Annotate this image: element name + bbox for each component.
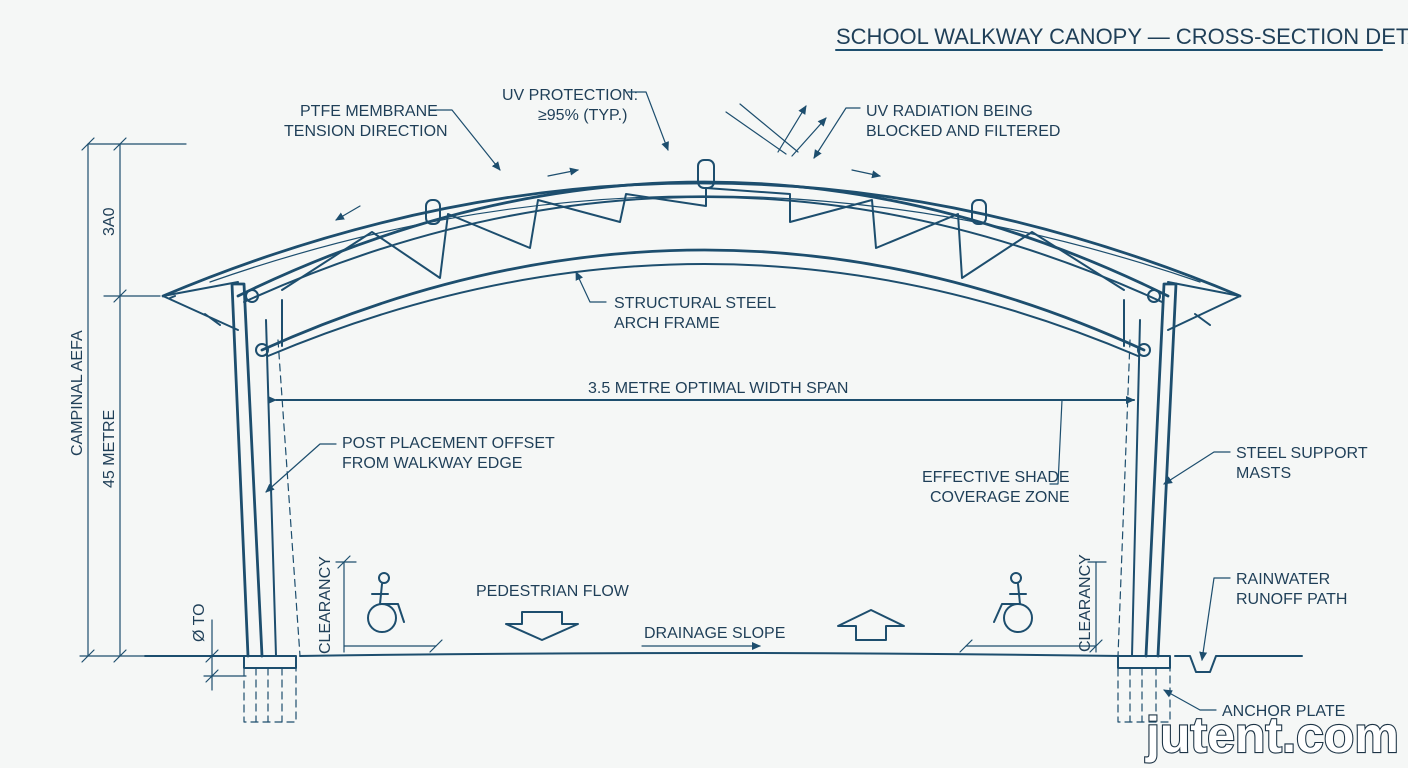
arch-frame-label: STRUCTURAL STEEL bbox=[614, 295, 776, 312]
arch-top-chord-inner bbox=[243, 196, 1163, 303]
pedestrian-flow-label: PEDESTRIAN FLOW bbox=[476, 583, 630, 600]
ptfe-label-2: TENSION DIRECTION bbox=[284, 123, 448, 140]
arch-top-chord bbox=[236, 180, 1170, 298]
clearance-dimension-right bbox=[959, 561, 1107, 653]
uv-protection-label: UV PROTECTION: bbox=[502, 87, 638, 104]
anchor-plate-label: ANCHOR PLATE bbox=[1222, 703, 1345, 720]
span-label: 3.5 METRE OPTIMAL WIDTH SPAN bbox=[588, 380, 848, 397]
tension-direction-arrows bbox=[335, 167, 881, 221]
drawing-title: SCHOOL WALKWAY CANOPY — CROSS-SECTION DE… bbox=[836, 24, 1408, 49]
dim-top-label: 3A0 bbox=[101, 207, 118, 236]
walkway-edge-lines bbox=[277, 339, 1131, 657]
wheelchair-icon bbox=[367, 572, 405, 633]
right-support-mast bbox=[1144, 282, 1178, 658]
drainage-label: DRAINAGE SLOPE bbox=[644, 625, 785, 642]
post-offset-label: POST PLACEMENT OFFSET bbox=[342, 435, 555, 452]
uv-ray-arrows-icon bbox=[725, 103, 827, 157]
uv-protection-value: ≥95% (TYP.) bbox=[538, 107, 627, 124]
uv-radiation-label: UV RADIATION BEING bbox=[866, 103, 1033, 120]
membrane-inner-edge bbox=[209, 195, 1201, 283]
post-offset-label-2: FROM WALKWAY EDGE bbox=[342, 455, 522, 472]
clearance-left-label: CLEARANCY bbox=[317, 556, 334, 654]
wheelchair-icon bbox=[993, 572, 1033, 633]
left-support-mast bbox=[230, 282, 264, 658]
height-dimensions bbox=[79, 137, 247, 691]
right-mast-inner bbox=[1131, 319, 1141, 657]
rainwater-label: RAINWATER bbox=[1236, 571, 1330, 588]
shade-zone-label: EFFECTIVE SHADE bbox=[922, 469, 1070, 486]
arch-connection-nodes bbox=[245, 159, 1161, 357]
flow-arrow-up-icon bbox=[837, 609, 905, 641]
uv-radiation-label-2: BLOCKED AND FILTERED bbox=[866, 123, 1060, 140]
clearance-right-label: CLEARANCY bbox=[1077, 554, 1094, 652]
dim-footing-label: Ø TO bbox=[191, 603, 208, 642]
ptfe-label: PTFE MEMBRANE bbox=[300, 103, 438, 120]
shade-zone-label-2: COVERAGE ZONE bbox=[930, 489, 1070, 506]
left-anchor-footing bbox=[243, 655, 297, 723]
rainwater-label-2: RUNOFF PATH bbox=[1236, 591, 1347, 608]
arch-bottom-chord-inner bbox=[267, 263, 1139, 357]
dim-overall-label: CAMPINAL AEFA bbox=[69, 330, 86, 456]
arch-bottom-chord bbox=[260, 248, 1146, 352]
flow-arrow-down-icon bbox=[505, 611, 579, 641]
masts-label-2: MASTS bbox=[1236, 465, 1291, 482]
watermark: jutent.com bbox=[1145, 707, 1399, 763]
masts-label: STEEL SUPPORT bbox=[1236, 445, 1368, 462]
ptfe-membrane bbox=[161, 181, 1242, 298]
arch-web-bracing bbox=[281, 187, 1125, 347]
dim-height-label: 45 METRE bbox=[101, 410, 118, 488]
leader-lines bbox=[265, 91, 1231, 711]
clearance-dimension-left bbox=[335, 555, 443, 653]
tension-cables bbox=[162, 281, 1241, 331]
arch-frame-label-2: ARCH FRAME bbox=[614, 315, 720, 332]
